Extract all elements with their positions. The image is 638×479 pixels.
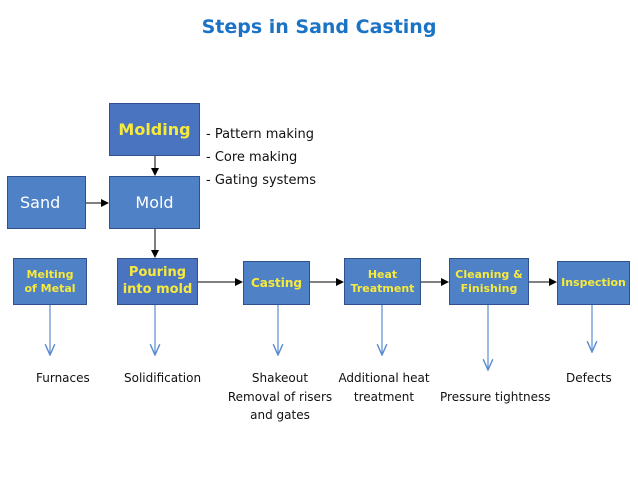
output-heat: Additional heat treatment: [334, 369, 434, 406]
output-heat-line2: treatment: [353, 389, 415, 404]
output-pressure-tightness: Pressure tightness: [440, 390, 551, 404]
casting-label: Casting: [250, 275, 303, 290]
molding-label: Molding: [118, 119, 191, 139]
output-defects: Defects: [566, 371, 612, 385]
melting-label-line2: of Metal: [24, 281, 76, 295]
mold-label: Mold: [135, 192, 174, 212]
pouring-box: Pouring into mold: [117, 258, 198, 305]
melting-label-line1: Melting: [26, 267, 74, 281]
melting-box: Melting of Metal: [13, 258, 87, 305]
molding-note-gating: - Gating systems: [206, 173, 316, 188]
pouring-label-line2: into mold: [122, 281, 193, 297]
heat-label-line2: Treatment: [350, 281, 415, 295]
sand-label: Sand: [20, 192, 61, 212]
output-casting-line1: Shakeout: [251, 371, 309, 385]
heat-label-line1: Heat: [367, 267, 398, 281]
casting-box: Casting: [243, 261, 310, 305]
cleaning-label-line1: Cleaning &: [455, 267, 523, 281]
output-solidification: Solidification: [124, 371, 202, 385]
output-heat-line1: Additional heat: [338, 371, 430, 385]
sand-box: Sand: [7, 176, 86, 229]
inspection-box: Inspection: [557, 261, 630, 305]
output-casting-line3: and gates: [250, 408, 310, 423]
output-furnaces: Furnaces: [36, 371, 90, 385]
cleaning-label-line2: Finishing: [460, 281, 518, 295]
molding-note-pattern: - Pattern making: [206, 127, 314, 142]
page-title: Steps in Sand Casting: [201, 16, 437, 38]
cleaning-finishing-box: Cleaning & Finishing: [449, 258, 529, 305]
molding-box: Molding: [109, 103, 200, 156]
molding-note-core: - Core making: [206, 150, 298, 165]
mold-box: Mold: [109, 176, 200, 229]
output-casting: Shakeout Removal of risers and gates: [224, 369, 336, 425]
pouring-label-line1: Pouring: [128, 265, 187, 281]
heat-treatment-box: Heat Treatment: [344, 258, 421, 305]
output-casting-line2: Removal of risers: [227, 389, 333, 404]
inspection-label: Inspection: [561, 276, 626, 290]
